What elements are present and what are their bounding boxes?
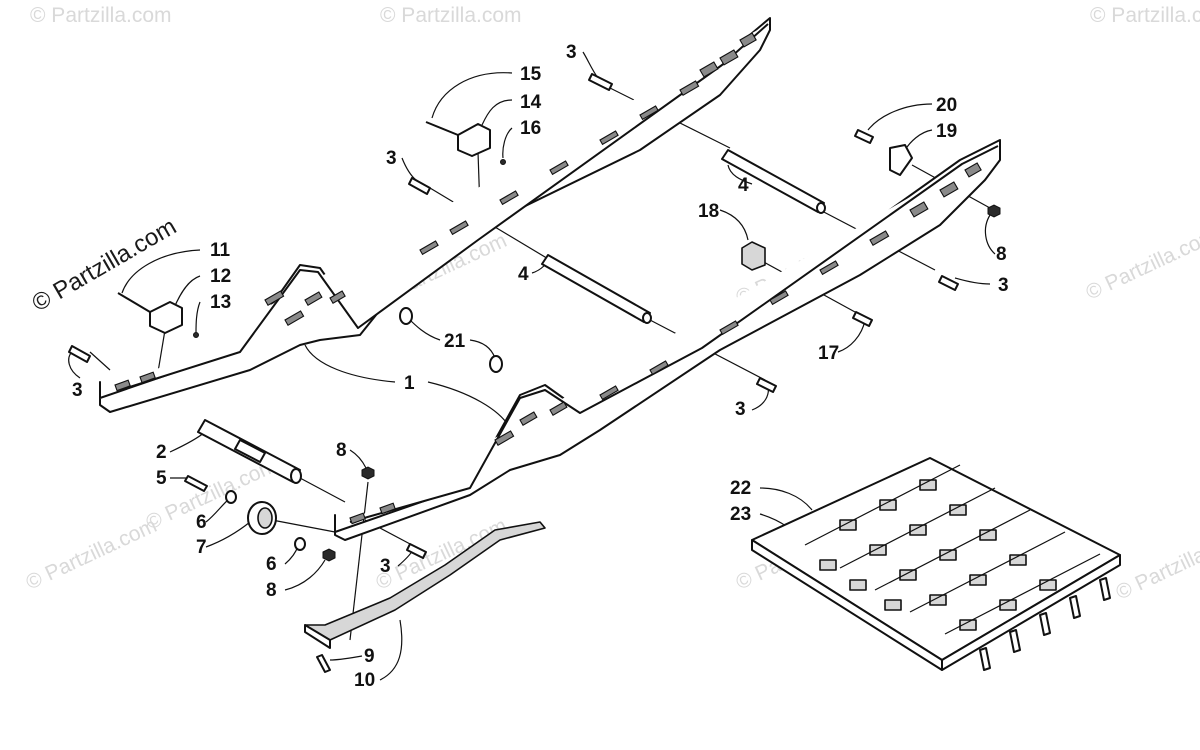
callout-6: 6 [266,554,277,575]
bolt-20 [854,129,874,144]
washer-6-upper [225,490,237,504]
track-rods [804,464,1101,635]
callout-13: 13 [210,292,231,313]
callout-21: 21 [444,331,466,352]
washer-21-a [399,307,413,325]
bracket-19 [889,144,913,176]
track-clips [819,479,1057,631]
callout-11: 11 [210,240,231,261]
cross-shaft-lower [541,254,652,324]
callout-3: 3 [380,556,391,577]
washer-21-b [489,355,503,373]
callout-9: 9 [364,646,375,667]
callout-18: 18 [698,201,719,222]
callout-15: 15 [520,64,542,85]
rear-axle [197,419,302,484]
washer-6-lower [294,537,306,551]
callout-8: 8 [336,440,347,461]
watermark-text: © Partzilla.com [1112,524,1200,605]
callout-1: 1 [404,373,415,394]
left-slide-rail [99,17,771,413]
nuts-8 [361,204,1001,480]
callout-17: 17 [818,343,839,364]
callout-3: 3 [72,380,83,401]
left-rail-slots [114,32,757,392]
shock-mount-left [117,292,199,338]
right-slide-rail [334,139,1001,541]
watermark-text: © Partzilla.com [1082,224,1200,305]
callout-10: 10 [354,670,375,691]
callout-16: 16 [520,118,541,139]
callout-6: 6 [196,512,207,533]
callout-22: 22 [730,478,751,499]
callout-4: 4 [518,264,529,285]
watermark-text: © Partzilla.com [1090,4,1200,27]
callout-14: 14 [520,92,542,113]
screw-9 [316,654,331,673]
nut-8-lower [322,548,336,562]
track-lugs [979,577,1111,671]
idler-wheel-assembly [184,475,336,562]
callout-8: 8 [996,244,1007,265]
callout-12: 12 [210,266,231,287]
watermark-primary: © Partzilla.com [28,213,182,317]
callout-labels: 1 2 3 3 3 3 3 3 4 4 5 6 6 7 8 8 8 9 10 1… [72,42,1009,691]
watermark-text: © Partzilla.com [380,4,522,27]
hifax-slide [304,521,546,649]
watermark-text: © Partzilla.com [372,514,510,595]
spacer-18 [741,241,766,271]
cross-shaft-upper [721,149,826,214]
callout-8: 8 [266,580,277,601]
shock-mount-right [425,121,506,165]
watermark-text: © Partzilla.com [22,514,160,595]
callout-3: 3 [386,148,397,169]
bolts-3 [68,73,959,673]
bolt-17 [852,311,873,327]
watermark-text: © Partzilla.com [30,4,172,27]
bolt-5 [184,475,208,492]
callout-3: 3 [735,399,746,420]
callout-19: 19 [936,121,957,142]
callout-20: 20 [936,95,957,116]
callout-5: 5 [156,468,167,489]
callout-3: 3 [566,42,577,63]
callout-3: 3 [998,275,1009,296]
callout-7: 7 [196,537,207,558]
callout-2: 2 [156,442,167,463]
track-section [751,457,1121,671]
right-rail-slots [349,162,982,525]
callout-23: 23 [730,504,751,525]
callout-4: 4 [738,175,749,196]
